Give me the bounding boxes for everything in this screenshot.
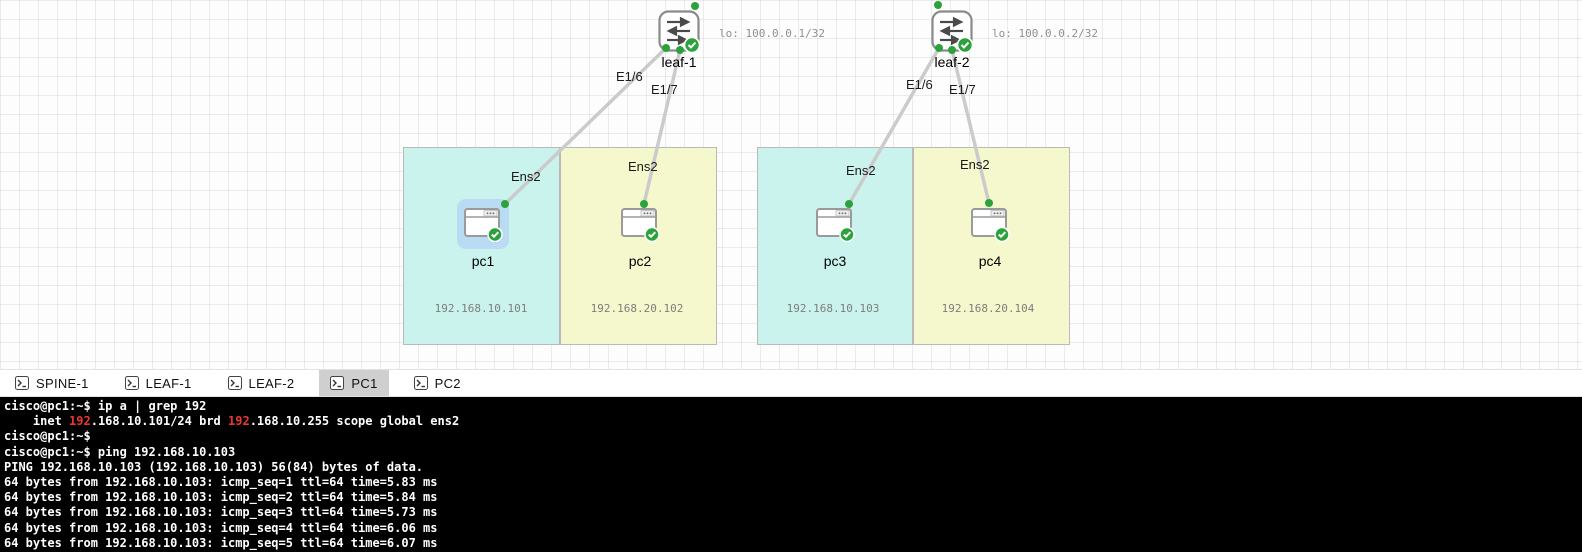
- check-icon: [998, 231, 1007, 239]
- tab-spine-1[interactable]: SPINE-1: [4, 370, 100, 396]
- terminal-icon: [227, 376, 242, 390]
- node-label-pc1: pc1: [471, 253, 495, 269]
- terminal-line: 64 bytes from 192.168.10.103: icmp_seq=1…: [4, 475, 438, 490]
- node-label-pc3: pc3: [823, 253, 847, 269]
- check-icon: [648, 231, 657, 239]
- link-leaf2-pc4[interactable]: [950, 48, 991, 205]
- pc-icon: [457, 199, 509, 249]
- loopback-annotation-leaf-2: lo: 100.0.0.2/32: [992, 27, 1098, 40]
- tab-label: PC2: [434, 375, 461, 391]
- pc-icon: [809, 199, 861, 249]
- port-dot: [845, 200, 853, 208]
- node-pc4[interactable]: pc4: [964, 199, 1016, 269]
- terminal-output[interactable]: cisco@pc1:~$ ip a | grep 192 inet 192.16…: [0, 397, 1582, 552]
- loopback-annotation-leaf-1: lo: 100.0.0.1/32: [719, 27, 825, 40]
- node-label-leaf-2: leaf-2: [934, 54, 970, 70]
- port-dot: [501, 200, 509, 208]
- port-label-leaf2-e16: E1/6: [906, 77, 933, 92]
- port-dot: [985, 199, 993, 207]
- topology-canvas[interactable]: leaf-1 lo: 100.0.0.1/32 E1/6 E1/7 leaf-2…: [0, 0, 1582, 369]
- port-dot: [676, 46, 684, 54]
- terminal-icon: [330, 376, 345, 390]
- node-pc3[interactable]: pc3: [809, 199, 861, 269]
- iface-label-pc2: Ens2: [628, 159, 658, 174]
- tab-leaf-2[interactable]: LEAF-2: [217, 370, 306, 396]
- terminal-line: inet 192.168.10.101/24 brd 192.168.10.25…: [4, 414, 460, 429]
- port-dot: [934, 1, 942, 9]
- link-leaf1-pc1[interactable]: [503, 46, 668, 206]
- pc-icon: [964, 199, 1016, 249]
- ip-annotation-pc4: 192.168.20.104: [941, 302, 1035, 315]
- node-pc2[interactable]: pc2: [614, 199, 666, 269]
- switch-icon: [658, 10, 701, 54]
- terminal-line: 64 bytes from 192.168.10.103: icmp_seq=3…: [4, 505, 438, 520]
- status-ok-badge: [683, 36, 701, 54]
- terminal-line: cisco@pc1:~$ ip a | grep 192: [4, 399, 207, 413]
- port-label-leaf1-e16: E1/6: [616, 69, 643, 84]
- console-tab-bar: SPINE-1 LEAF-1 LEAF-2 PC1 PC2: [0, 369, 1582, 397]
- links-layer: [503, 46, 991, 206]
- link-leaf2-pc3[interactable]: [847, 46, 941, 206]
- pc-icon: [614, 199, 666, 249]
- node-label-pc2: pc2: [628, 253, 652, 269]
- port-dot: [640, 200, 648, 208]
- node-label-pc4: pc4: [978, 253, 1002, 269]
- node-leaf-1[interactable]: [658, 10, 701, 57]
- iface-label-pc1: Ens2: [511, 169, 541, 184]
- tab-label: LEAF-2: [248, 375, 295, 391]
- zone-box-vlan20-right[interactable]: [913, 147, 1070, 345]
- node-label-leaf-1: leaf-1: [661, 54, 697, 70]
- terminal-line: cisco@pc1:~$: [4, 429, 91, 444]
- terminal-icon: [124, 376, 139, 390]
- port-dot: [662, 44, 670, 52]
- tab-pc2[interactable]: PC2: [403, 370, 472, 396]
- status-ok-badge: [956, 36, 974, 54]
- tab-label: PC1: [351, 375, 378, 391]
- port-dot: [935, 44, 943, 52]
- zone-box-vlan10-right[interactable]: [757, 147, 913, 345]
- zone-box-vlan20-left[interactable]: [560, 147, 717, 345]
- ip-annotation-pc1: 192.168.10.101: [434, 302, 528, 315]
- node-leaf-2[interactable]: [931, 10, 974, 57]
- check-icon: [960, 41, 970, 49]
- iface-label-pc4: Ens2: [960, 157, 990, 172]
- port-dot: [948, 46, 956, 54]
- ip-annotation-pc3: 192.168.10.103: [786, 302, 880, 315]
- terminal-line: 64 bytes from 192.168.10.103: icmp_seq=5…: [4, 535, 438, 550]
- check-icon: [843, 231, 852, 239]
- port-label-leaf1-e17: E1/7: [651, 82, 678, 97]
- check-icon: [687, 41, 697, 49]
- terminal-line: 64 bytes from 192.168.10.103: icmp_seq=2…: [4, 490, 438, 505]
- tab-label: LEAF-1: [145, 375, 192, 391]
- terminal-line: PING 192.168.10.103 (192.168.10.103) 56(…: [4, 459, 424, 474]
- link-leaf1-pc2[interactable]: [642, 48, 682, 206]
- port-dot: [691, 2, 699, 10]
- ip-annotation-pc2: 192.168.20.102: [590, 302, 684, 315]
- terminal-line: cisco@pc1:~$ ping 192.168.10.103: [4, 444, 236, 459]
- terminal-icon: [413, 376, 428, 390]
- check-icon: [491, 231, 500, 239]
- port-label-leaf2-e17: E1/7: [949, 82, 976, 97]
- terminal-line: 64 bytes from 192.168.10.103: icmp_seq=4…: [4, 520, 438, 535]
- tab-label: SPINE-1: [36, 375, 89, 391]
- node-pc1[interactable]: pc1: [457, 199, 509, 269]
- tab-pc1[interactable]: PC1: [319, 370, 389, 396]
- iface-label-pc3: Ens2: [846, 163, 876, 178]
- switch-icon: [931, 10, 974, 54]
- tab-leaf-1[interactable]: LEAF-1: [114, 370, 203, 396]
- terminal-icon: [15, 376, 29, 390]
